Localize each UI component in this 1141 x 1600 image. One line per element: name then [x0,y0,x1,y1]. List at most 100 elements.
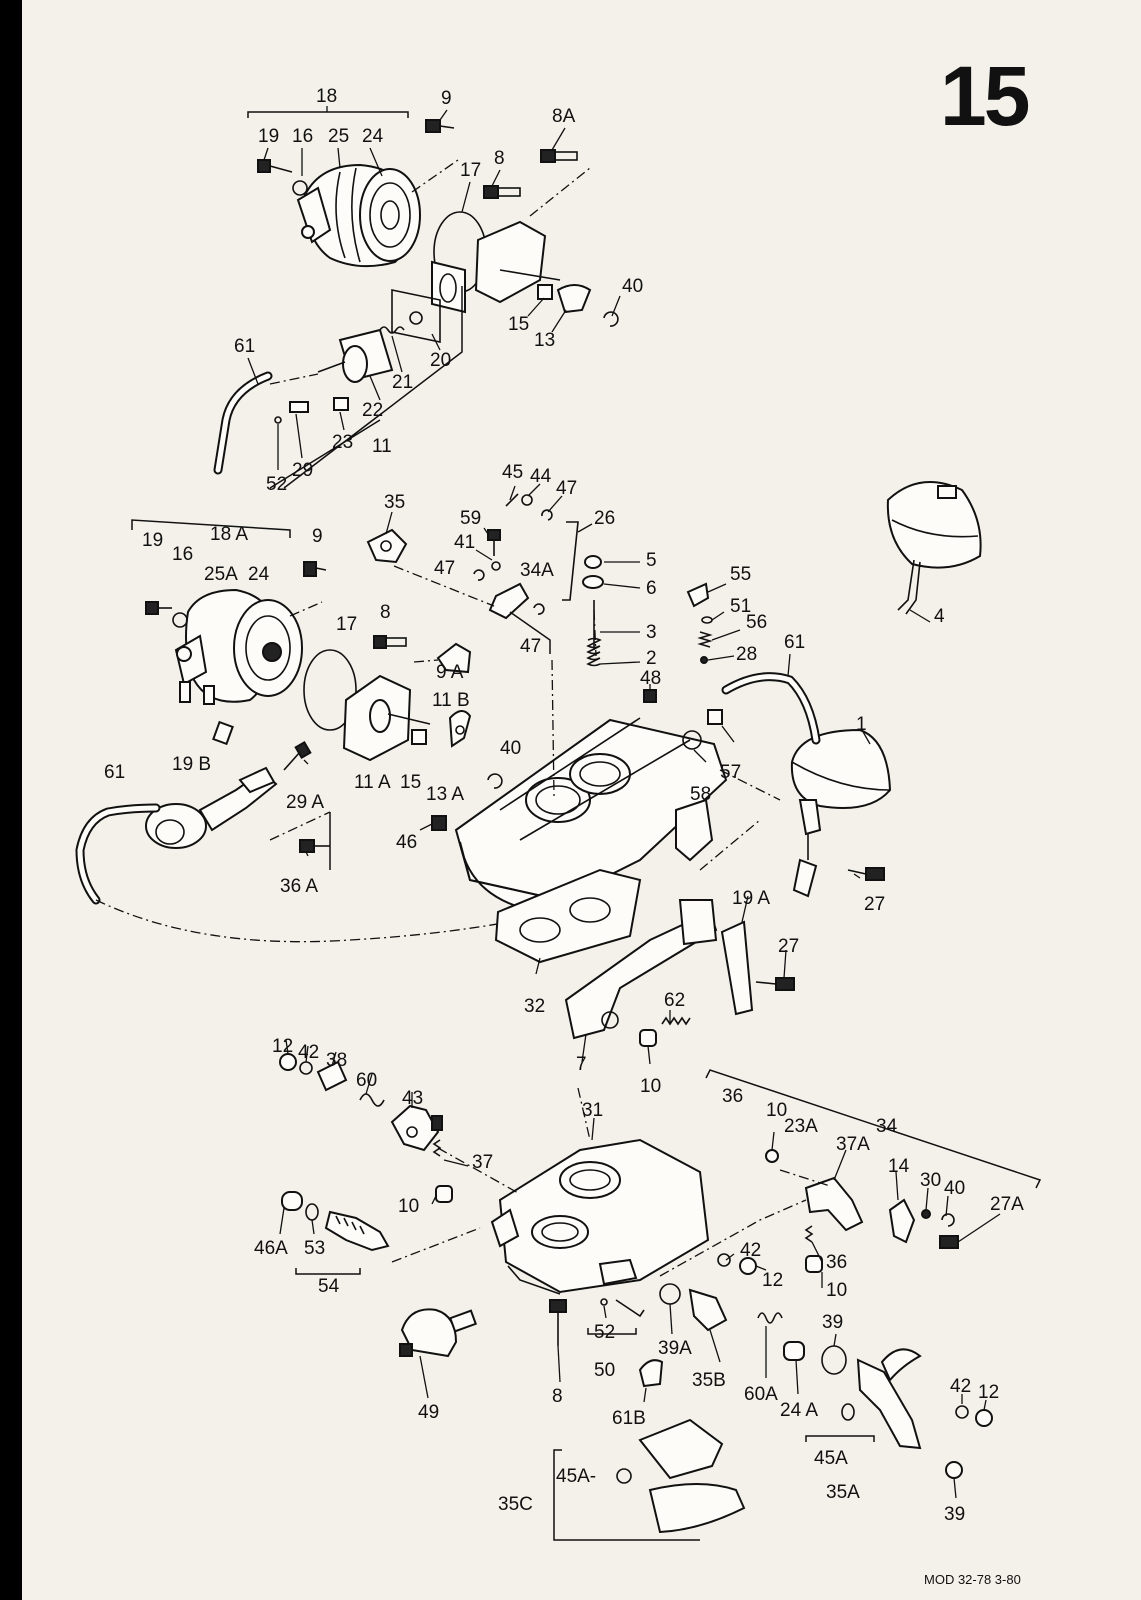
callout-55: 55 [730,564,751,585]
page-number: 15 [940,49,1030,143]
callout-leaders [247,109,1001,1499]
callout-37: 37 [472,1152,493,1173]
choke-vacuum-unit-18 [213,106,619,489]
callout-61: 61 [784,632,805,653]
callout-16: 16 [172,544,193,565]
callout-19: 19 [258,126,279,147]
callout-45a: 45A [814,1448,848,1469]
callout-35a: 35A [826,1482,860,1503]
callout-12: 12 [272,1036,293,1057]
callout-8: 8 [552,1386,563,1407]
callout-40: 40 [500,738,521,759]
callout-11: 11 [372,436,392,457]
callout-25a: 25A [204,564,238,585]
callout-47: 47 [520,636,541,657]
callout-24: 24 [248,564,270,585]
callout-12: 12 [762,1270,783,1291]
callout-6: 6 [646,578,657,599]
scan-binding-edge [0,0,22,1600]
callout-42: 42 [740,1240,761,1261]
callout-19b: 19 B [172,754,211,775]
callout-19: 19 [142,530,163,551]
callout-24: 24 [362,126,384,147]
callout-39: 39 [822,1312,843,1333]
callout-49: 49 [418,1402,439,1423]
callout-44: 44 [530,466,552,487]
callout-41: 41 [454,532,475,553]
callout-10: 10 [766,1100,787,1121]
callout-13: 13 [534,330,555,351]
callout-47: 47 [434,558,455,579]
callout-62: 62 [664,990,685,1011]
callout-60a: 60A [744,1384,778,1405]
callout-29a: 29 A [286,792,324,813]
callout-34: 34 [876,1116,898,1137]
callout-61: 61 [234,336,255,357]
choke-vacuum-unit-18a [75,519,521,943]
callout-27: 27 [864,894,885,915]
callout-10: 10 [398,1196,419,1217]
callout-23a: 23A [784,1116,818,1137]
callout-53: 53 [304,1238,325,1259]
callout-18: 18 [316,86,337,107]
callout-51: 51 [730,596,751,617]
callout-46: 46 [396,832,417,853]
callout-14: 14 [888,1156,910,1177]
callout-45: 45 [502,462,523,483]
callout-39a: 39A [658,1338,692,1359]
callout-47: 47 [556,478,577,499]
vacuum-unit-4 [886,481,982,615]
callout-54: 54 [318,1276,340,1297]
callout-1: 1 [856,714,867,735]
callout-4: 4 [934,606,945,627]
callout-52: 52 [594,1322,615,1343]
callout-18a: 18 A [210,524,248,545]
carburetor-top-cover [366,493,795,1047]
callout-13a: 13 A [426,784,464,805]
callout-59: 59 [460,508,481,529]
callout-36: 36 [826,1252,847,1273]
callout-36: 36 [722,1086,743,1107]
footer-code: MOD 32-78 3-80 [924,1572,1021,1587]
callout-38: 38 [326,1050,347,1071]
callout-7: 7 [576,1054,587,1075]
callout-29: 29 [292,460,313,481]
callout-labels: 18 9 8A 19 16 25 24 8 17 40 15 13 20 21 … [104,86,1024,1525]
callout-48: 48 [640,668,661,689]
callout-21: 21 [392,372,413,393]
callout-45a: 45A- [556,1466,596,1487]
callout-25: 25 [328,126,349,147]
callout-35: 35 [384,492,405,513]
callout-9: 9 [441,88,452,109]
vacuum-unit-1 [721,672,892,898]
callout-23: 23 [332,432,353,453]
callout-42: 42 [950,1376,971,1397]
callout-52: 52 [266,474,287,495]
callout-35b: 35B [692,1370,726,1391]
callout-8: 8 [380,602,391,623]
callout-27a: 27A [990,1194,1024,1215]
callout-12: 12 [978,1382,999,1403]
callout-61b: 61B [612,1408,646,1429]
throttle-body-31 [279,1053,1042,1541]
callout-19a: 19 A [732,888,770,909]
callout-57: 57 [720,762,741,783]
callout-15: 15 [400,772,421,793]
callout-3: 3 [646,622,657,643]
callout-35c: 35C [498,1494,533,1515]
callout-17: 17 [336,614,357,635]
callout-17: 17 [460,160,481,181]
callout-5: 5 [646,550,657,571]
callout-11b: 11 B [432,690,470,711]
callout-20: 20 [430,350,451,371]
callout-32: 32 [524,996,545,1017]
callout-2: 2 [646,648,657,669]
callout-24a: 24 A [780,1400,818,1421]
callout-10: 10 [826,1280,847,1301]
callout-50: 50 [594,1360,615,1381]
callout-40: 40 [622,276,643,297]
callout-39: 39 [944,1504,965,1525]
callout-60: 60 [356,1070,377,1091]
